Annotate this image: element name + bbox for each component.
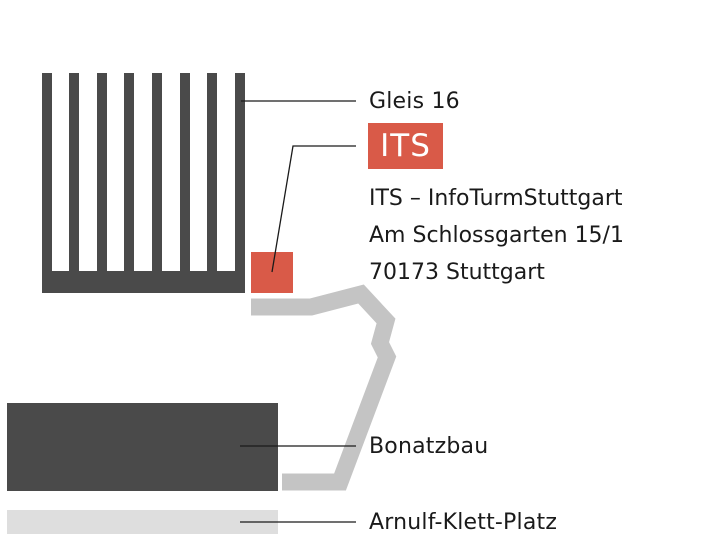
its-address: ITS – InfoTurmStuttgart Am Schlossgarten… — [369, 180, 624, 291]
platform-7 — [207, 73, 217, 283]
its-name: ITS – InfoTurmStuttgart — [369, 186, 623, 211]
platforms — [42, 73, 245, 293]
leader-line-its — [271, 145, 356, 273]
arnulf-klett-platz-area — [7, 510, 278, 534]
platform-4 — [124, 73, 134, 283]
leader-lines — [240, 100, 356, 523]
platform-base — [42, 271, 245, 293]
walking-path — [251, 284, 397, 491]
its-city: 70173 Stuttgart — [369, 260, 545, 285]
label-arnulf-klett-platz: Arnulf-Klett-Platz — [369, 510, 558, 535]
label-gleis-16: Gleis 16 — [369, 89, 460, 114]
platform-6 — [180, 73, 190, 283]
platform-2 — [69, 73, 79, 283]
platform-3 — [97, 73, 107, 283]
platform-8 — [235, 73, 245, 283]
its-street: Am Schlossgarten 15/1 — [369, 223, 624, 248]
its-marker — [251, 252, 293, 293]
label-bonatzbau: Bonatzbau — [369, 434, 489, 459]
platform-1 — [42, 73, 52, 283]
bonatzbau-building — [7, 403, 278, 491]
its-logo: ITS — [368, 123, 443, 169]
platform-5 — [152, 73, 162, 283]
